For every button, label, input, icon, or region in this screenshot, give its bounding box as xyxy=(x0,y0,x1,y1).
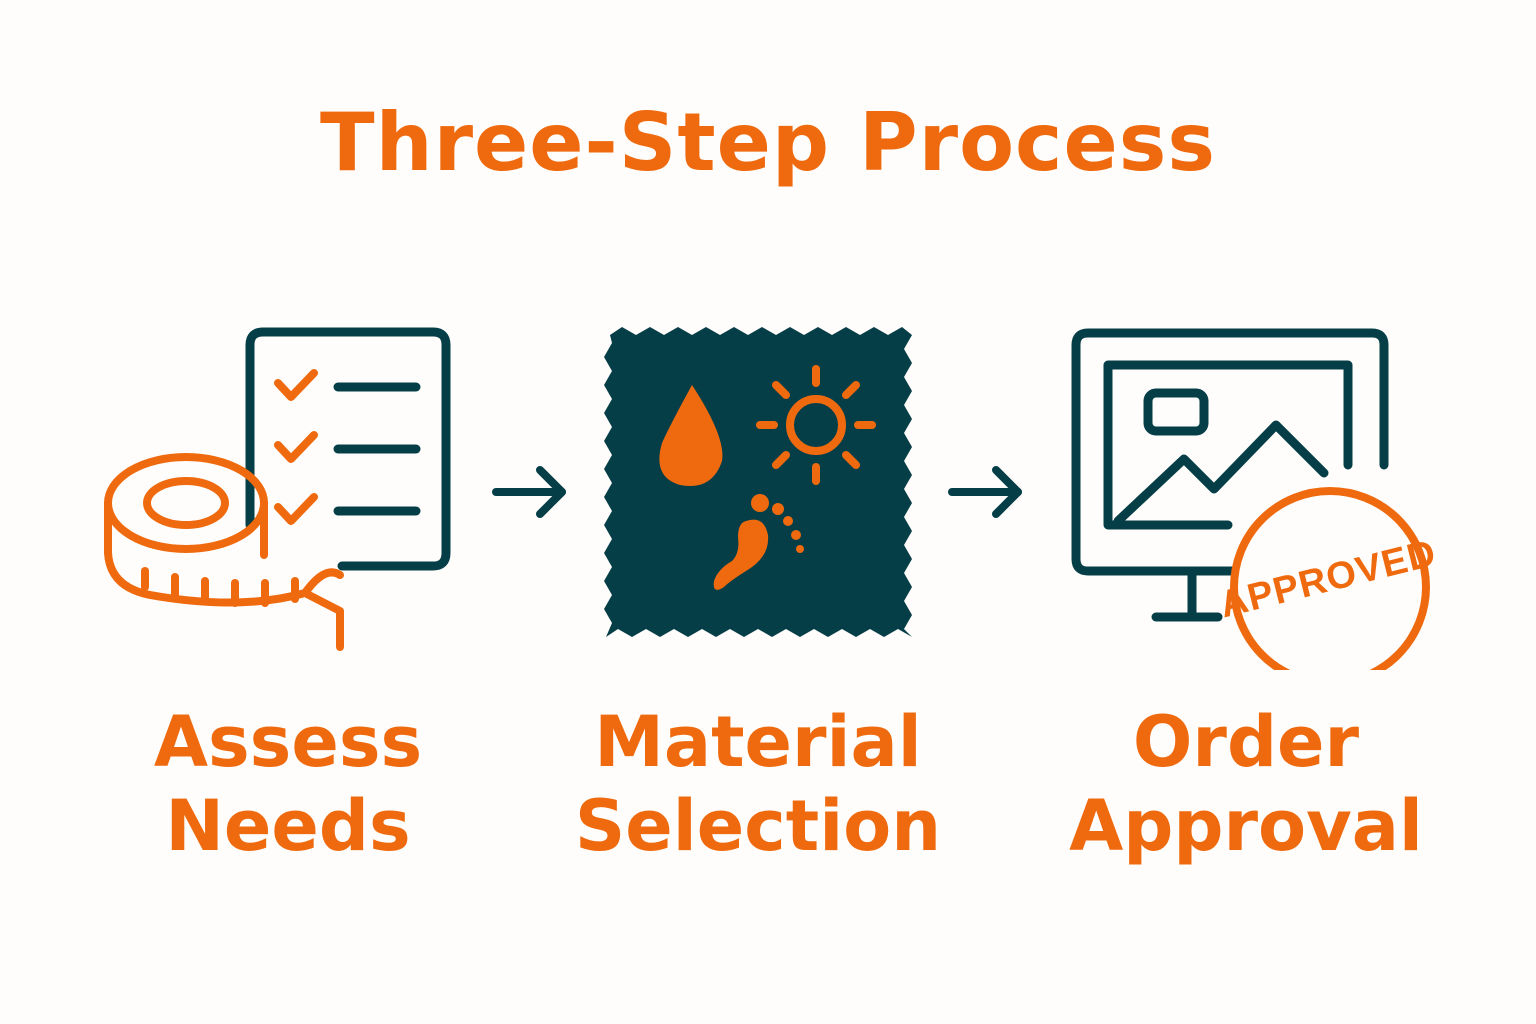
diagram-title: Three-Step Process xyxy=(320,96,1216,189)
step-2-label-line2: Selection xyxy=(574,785,942,867)
step-1-label-line2: Needs xyxy=(165,785,411,867)
step-1-icon xyxy=(104,327,451,651)
monitor-icon xyxy=(1071,328,1389,622)
fabric-swatch-icon xyxy=(604,327,912,637)
arrow-right-icon xyxy=(492,466,566,518)
sun-icon xyxy=(756,365,876,485)
step-1-label: Assess Needs xyxy=(78,700,498,868)
step-1-label-line1: Assess xyxy=(153,701,423,783)
step-3-icon: APPROVED xyxy=(1071,328,1438,670)
water-drop-icon xyxy=(659,385,723,486)
step-3-label-line1: Order xyxy=(1132,701,1360,783)
image-icon xyxy=(1103,360,1353,530)
step-2-icon xyxy=(604,327,912,637)
check-marks xyxy=(274,369,318,525)
arrow-right-icon xyxy=(948,466,1022,518)
step-2-label: Material Selection xyxy=(548,700,968,868)
step-3-label-line2: Approval xyxy=(1069,785,1423,867)
checklist-icon xyxy=(245,327,451,571)
footprint-icon xyxy=(713,494,804,590)
approved-stamp-icon: APPROVED xyxy=(1216,487,1438,670)
step-3-label: Order Approval xyxy=(1036,700,1456,868)
measuring-tape-icon xyxy=(104,453,344,651)
step-2-label-line1: Material xyxy=(594,701,922,783)
